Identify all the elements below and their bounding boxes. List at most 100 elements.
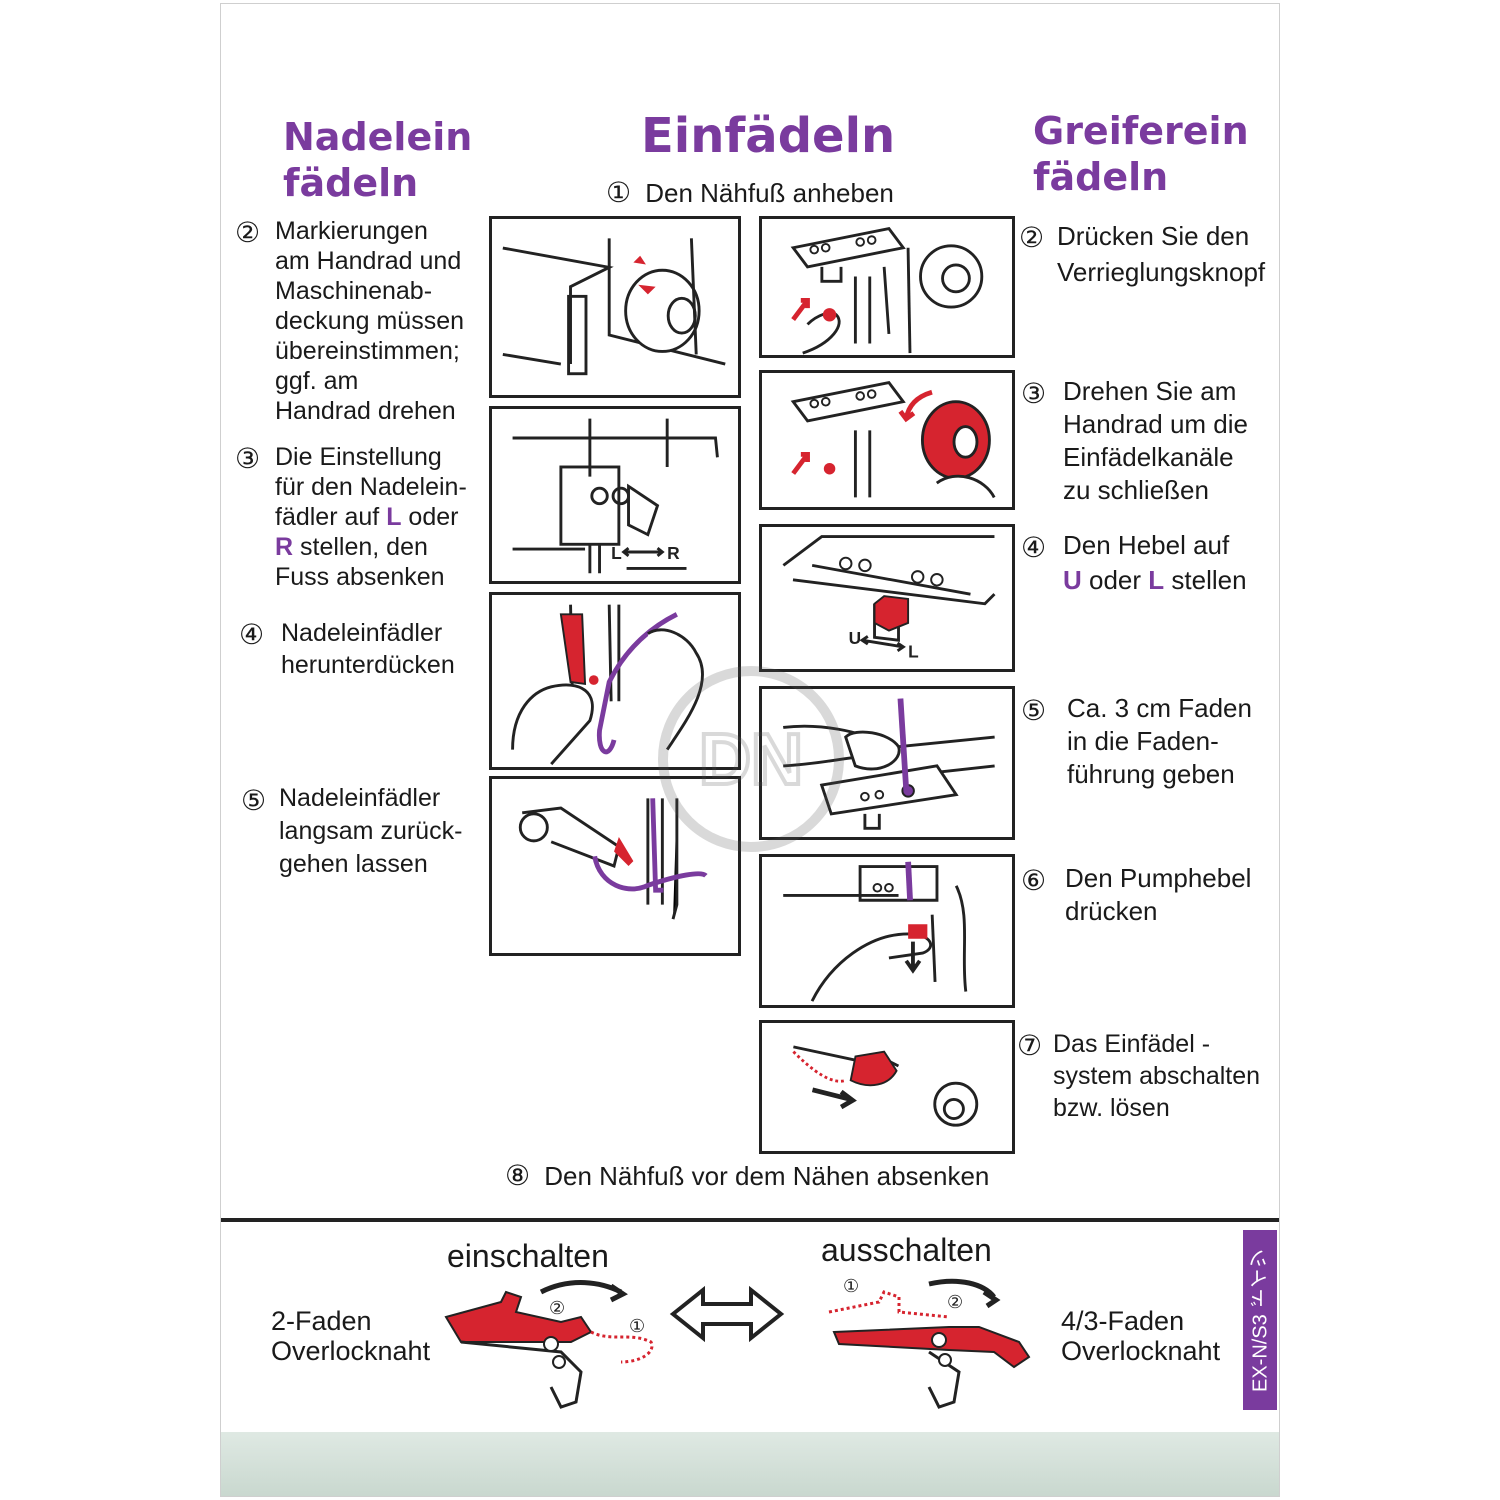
step-number: ⑦ [1017,1030,1043,1061]
panel-disengage-system [759,1020,1015,1154]
panel-release-threader [489,776,741,956]
highlight-letter: L [1148,565,1165,595]
step-line: herunterdücken [281,651,455,679]
turn-handwheel-illustration [790,380,996,499]
label-l: L [611,543,622,563]
title-threading: Einfädeln [641,108,896,164]
step-text: oder [1081,565,1149,595]
left-step-3: ③ Die Einstellung für den Nadelein- fädl… [235,442,495,592]
label-4-3-thread: 4/3-Faden Overlocknaht [1061,1306,1220,1366]
step-line: Nadeleinfädler [279,784,441,812]
label-engage: einschalten [447,1238,609,1274]
step-line: langsam zurück- [279,817,463,845]
disengage-system-illustration [792,1045,979,1127]
step-line: Verrieglungsknopf [1057,257,1266,287]
right-step-4: ④ Den Hebel auf U oder L stellen [1021,528,1279,598]
step-number: ⑧ [505,1160,531,1191]
pump-lever-illustration [783,861,968,1002]
title-left-line1: Nadelein [283,115,473,159]
mechanism-engage-illustration: ② ① [444,1280,654,1409]
title-right-line2: fädeln [1033,155,1169,199]
panel-handwheel-marks [489,216,741,398]
panel-lr-setting: L R [489,406,741,584]
arrow-number-1: ① [629,1316,645,1336]
step-line: gehen lassen [279,850,428,878]
label-disengage: ausschalten [821,1232,992,1268]
title-right-line1: Greiferein [1033,109,1249,153]
step-line: übereinstimmen; [275,337,460,365]
step-number: ⑤ [241,785,267,816]
label-u: U [849,628,861,648]
left-step-2: ② Markierungen am Handrad und Maschinena… [235,216,495,426]
panel-thread-guide [759,686,1015,840]
step-text: Den Nähfuß vor dem Nähen absenken [544,1161,990,1191]
step-number: ⑥ [1021,865,1047,896]
card-backing [221,1432,1279,1496]
highlight-letter: U [1063,565,1082,595]
label-l2: L [908,641,919,661]
step-line: Handrad drehen [275,397,456,425]
arrow-number-2: ② [549,1298,565,1318]
step-line: Markierungen [275,217,428,245]
needle-threader-setting-illustration: L R [512,418,719,574]
press-threader-illustration [511,604,704,766]
watermark-text: DN [699,720,803,800]
title-left-line2: fädeln [283,161,419,205]
step-line: drücken [1065,896,1158,926]
panel-lock-button [759,216,1015,358]
panel-turn-handwheel [759,370,1015,510]
release-threader-illustration [518,798,708,920]
step-line: Den Hebel auf [1063,530,1230,560]
label-r: R [667,543,680,563]
step-line: Drehen Sie am [1063,376,1237,406]
step-line: Drücken Sie den [1057,221,1250,251]
step-line: führung geben [1067,759,1235,789]
double-arrow-icon [669,1285,785,1343]
panel-lever-ul: U L [759,524,1015,672]
step-text: stellen [1164,565,1247,595]
step-number: ③ [1021,378,1047,409]
left-step-4: ④ Nadeleinfädler herunterdücken [239,617,499,681]
mechanism-disengage-illustration: ① ② [828,1276,1031,1409]
step-line: U oder L stellen [1063,563,1279,598]
step-number: ① [606,177,632,208]
step-line: fädler auf L oder [275,502,495,532]
highlight-letter: L [386,503,402,531]
step-line: Fuss absenken [275,563,445,591]
left-step-5: ⑤ Nadeleinfädler langsam zurück- gehen l… [241,782,501,881]
arrow-number-1-right: ① [843,1276,859,1296]
title-looper-threading: Greiferein fädeln [1033,108,1249,200]
center-step-1: ① Den Nähfuß anheben [606,177,894,209]
step-line: Das Einfädel - [1053,1030,1211,1058]
step-number: ④ [239,619,265,650]
step-line: Einfädelkanäle [1063,442,1234,472]
step-number: ② [235,217,261,248]
step-line: bzw. lösen [1053,1094,1170,1122]
watermark-logo: DN [658,666,844,852]
label-line: Overlocknaht [1061,1336,1221,1366]
step-line: für den Nadelein- [275,473,467,501]
arrow-number-2-right: ② [947,1292,963,1312]
right-step-6: ⑥ Den Pumphebel drücken [1021,862,1279,928]
instruction-card: Nadelein fädeln Einfädeln Greiferein fäd… [220,3,1280,1497]
right-step-2: ② Drücken Sie den Verrieglungsknopf [1019,218,1279,290]
step-line: Maschinenab- [275,277,433,305]
step-line: deckung müssen [275,307,465,335]
step-line: Den Pumphebel [1065,863,1252,893]
highlight-letter: R [275,533,294,561]
label-2-thread: 2-Faden Overlocknaht [271,1306,430,1366]
center-step-8: ⑧ Den Nähfuß vor dem Nähen absenken [505,1160,990,1192]
thread-guide-illustration [783,698,995,830]
right-step-5: ⑤ Ca. 3 cm Faden in die Faden- führung g… [1021,692,1279,791]
lever-setting-illustration: U L [782,535,996,661]
label-line: 4/3-Faden [1061,1306,1185,1336]
label-line: 2-Faden [271,1306,372,1336]
step-text: Den Nähfuß anheben [645,178,894,208]
step-line: R stellen, den [275,532,495,562]
step-line: in die Faden- [1067,726,1219,756]
title-needle-threading: Nadelein fädeln [283,114,472,206]
step-line: Handrad um die [1063,409,1248,439]
step-number: ④ [1021,532,1047,563]
step-line: Die Einstellung [275,443,442,471]
step-line: zu schließen [1063,475,1209,505]
